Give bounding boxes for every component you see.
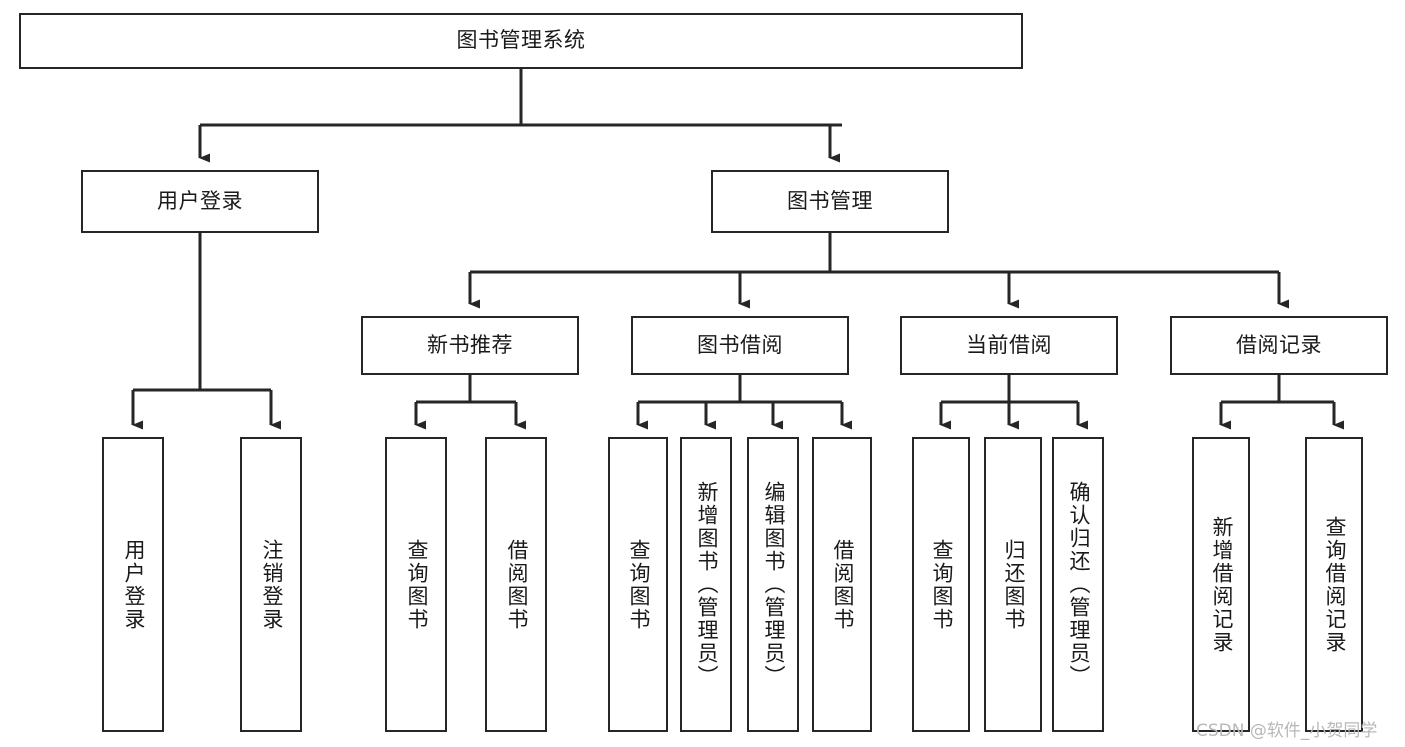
leaf-return-book[interactable]: 归还图书 [984,437,1042,732]
node-borrow-record[interactable]: 借阅记录 [1170,316,1388,375]
node-label: 当前借阅 [966,332,1052,357]
node-label: 借阅记录 [1236,332,1322,357]
node-label: 新增图书（管理员） [694,481,719,688]
node-label: 查询图书 [929,538,954,631]
node-label: 用户登录 [157,188,243,213]
connector-borrow-record-to-leaves [1219,375,1344,430]
csdn-watermark: CSDN @软件_小贺同学 [1196,721,1378,741]
node-label: 图书借阅 [697,332,783,357]
leaf-borrow-book-recommend[interactable]: 借阅图书 [485,437,547,732]
leaf-confirm-return-admin[interactable]: 确认归还（管理员） [1052,437,1104,732]
connector-book-mgmt-to-level3 [468,233,1289,309]
connector-current-borrow-to-leaves [939,375,1088,430]
leaf-query-book-current[interactable]: 查询图书 [912,437,970,732]
leaf-borrow-book[interactable]: 借阅图书 [812,437,872,732]
node-label: 查询图书 [626,538,651,631]
node-label: 编辑图书（管理员） [761,481,786,688]
node-label: 归还图书 [1001,538,1026,631]
connector-borrow-to-leaves [636,375,852,430]
node-label: 新书推荐 [427,332,513,357]
leaf-query-borrow-record[interactable]: 查询借阅记录 [1305,437,1363,732]
node-new-book-recommend[interactable]: 新书推荐 [361,316,579,375]
node-user-login[interactable]: 用户登录 [81,170,319,233]
node-label: 借阅图书 [830,538,855,631]
leaf-add-borrow-record[interactable]: 新增借阅记录 [1192,437,1250,732]
node-label: 注销登录 [259,538,284,631]
leaf-user-login[interactable]: 用户登录 [102,437,164,732]
node-label: 新增借阅记录 [1209,515,1234,654]
node-label: 借阅图书 [504,538,529,631]
leaf-logout[interactable]: 注销登录 [240,437,302,732]
node-label: 查询借阅记录 [1322,515,1347,654]
leaf-add-book-admin[interactable]: 新增图书（管理员） [680,437,732,732]
leaf-query-book-borrow[interactable]: 查询图书 [608,437,668,732]
node-label: 确认归还（管理员） [1066,481,1091,688]
leaf-edit-book-admin[interactable]: 编辑图书（管理员） [747,437,799,732]
connector-root-to-level2 [198,69,842,163]
connector-user-login-to-leaves [131,233,281,430]
node-label: 用户登录 [121,538,146,631]
node-label: 查询图书 [404,538,429,631]
node-current-borrow[interactable]: 当前借阅 [900,316,1118,375]
connector-new-book-to-leaves [414,375,526,430]
node-label: 图书管理系统 [456,28,586,53]
leaf-query-book-recommend[interactable]: 查询图书 [385,437,447,732]
node-book-borrow[interactable]: 图书借阅 [631,316,849,375]
node-label: 图书管理 [787,188,873,213]
node-book-management[interactable]: 图书管理 [711,170,949,233]
node-root-book-management-system[interactable]: 图书管理系统 [19,13,1023,69]
